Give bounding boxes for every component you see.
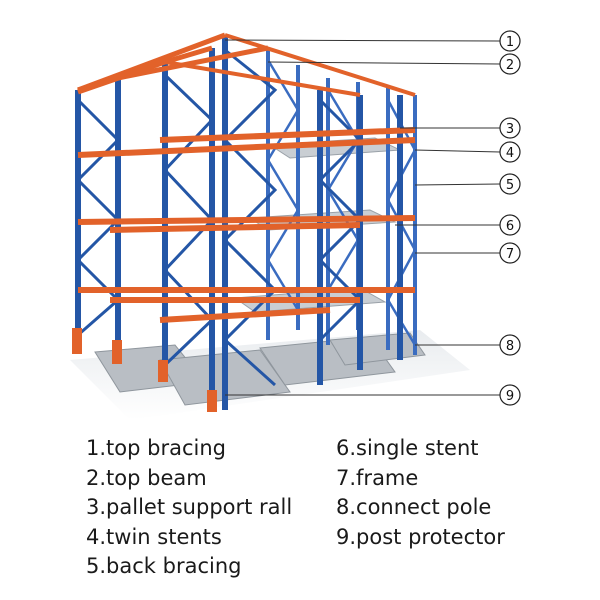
- callout-number-3: 3: [506, 122, 514, 137]
- post-protectors: [72, 328, 217, 412]
- callout-leader-1: [224, 39, 501, 42]
- legend-item-top-beam: 2.top beam: [86, 465, 207, 490]
- callout-circle-7: [499, 242, 521, 264]
- legend-item-frame: 7.frame: [336, 465, 419, 490]
- legend-item-pallet-support-rail: 3.pallet support rall: [86, 495, 293, 519]
- callout-number-7: 7: [506, 247, 514, 262]
- callout-number-5: 5: [506, 178, 514, 193]
- callout-circle-3: [499, 117, 521, 139]
- top-beam: [164, 33, 416, 97]
- callout-circle-2: [499, 53, 521, 75]
- callout-circle-5: [499, 173, 521, 195]
- callout-number-4: 4: [506, 146, 514, 161]
- level-beams: [77, 127, 416, 323]
- legend-column-left: 1.top bracing 2.top beam 3.pallet suppor…: [86, 434, 292, 582]
- callout-leader-4: [414, 149, 501, 153]
- callout-circle-6: [499, 214, 521, 236]
- callout-leader-2: [267, 61, 501, 65]
- legend-item-twin-stents: 4.twin stents: [86, 524, 222, 549]
- callout-number-8: 8: [506, 339, 514, 354]
- callout-circle-9: [499, 384, 521, 406]
- callout-number-1: 1: [506, 35, 514, 50]
- callout-number-2: 2: [506, 58, 514, 73]
- legend-item-connect-pole: 8.connect pole: [336, 495, 492, 519]
- legend-item-single-stent: 6.single stent: [336, 436, 479, 460]
- callout-circle-4: [499, 141, 521, 163]
- callout-group: 1 2 3 4 5 6 7 8 9: [224, 30, 521, 406]
- callout-circle-8: [499, 334, 521, 356]
- legend-item-top-bracing: 1.top bracing: [86, 436, 226, 460]
- callout-number-9: 9: [506, 389, 514, 404]
- legend: 1.top bracing 2.top beam 3.pallet suppor…: [0, 434, 600, 594]
- legend-item-back-bracing: 5.back bracing: [86, 554, 242, 578]
- callout-leader-5: [414, 183, 501, 186]
- callout-circle-1: [499, 30, 521, 52]
- callout-number-6: 6: [506, 219, 514, 234]
- legend-column-right: 6.single stent 7.frame 8.connect pole 9.…: [336, 434, 505, 552]
- legend-item-post-protector: 9.post protector: [336, 524, 505, 549]
